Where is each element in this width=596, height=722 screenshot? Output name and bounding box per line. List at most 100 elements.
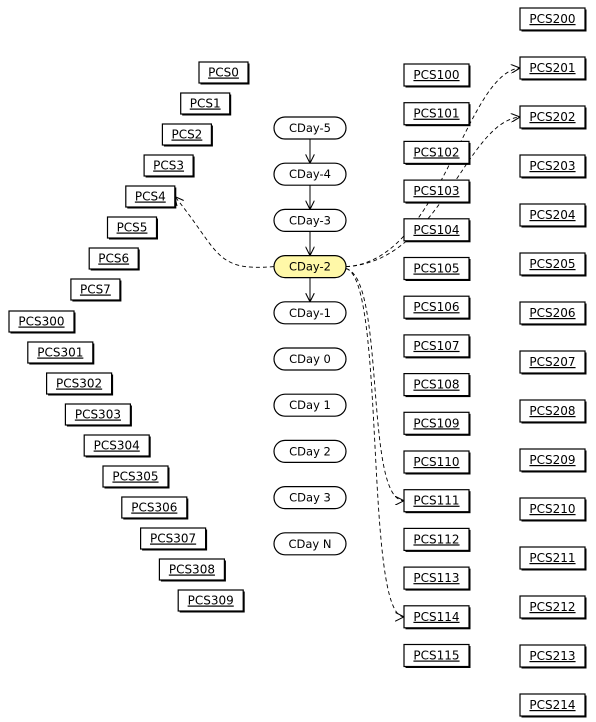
node-box <box>519 7 586 31</box>
pcs-node-pcs114[interactable]: PCS114 <box>403 605 471 630</box>
pcs-label: PCS202 <box>529 110 575 124</box>
pcs-label: PCS113 <box>413 571 459 585</box>
pcs-node-pcs4[interactable]: PCS4 <box>125 185 177 209</box>
pcs-node-pcs205[interactable]: PCS205 <box>519 252 587 277</box>
pcs-label: PCS1 <box>190 97 221 111</box>
pcs-label: PCS111 <box>413 494 459 508</box>
pcs-node-pcs208[interactable]: PCS208 <box>519 399 587 424</box>
pcs-node-pcs0[interactable]: PCS0 <box>198 61 250 85</box>
cday-label: CDay-5 <box>289 121 331 135</box>
pcs-node-pcs2[interactable]: PCS2 <box>161 123 213 147</box>
pcs-node-pcs6[interactable]: PCS6 <box>88 247 140 271</box>
pcs-node-pcs301[interactable]: PCS301 <box>27 341 95 365</box>
node-box <box>403 605 470 629</box>
cday-node-cday-1[interactable]: CDay-1 <box>273 301 347 325</box>
cday-node-cday-n[interactable]: CDay N <box>273 532 347 556</box>
pcs-node-pcs106[interactable]: PCS106 <box>403 295 471 320</box>
node-box <box>403 256 470 281</box>
pcs-node-pcs105[interactable]: PCS105 <box>403 256 471 282</box>
pcs-node-pcs201[interactable]: PCS201 <box>519 56 587 81</box>
pcs-node-pcs206[interactable]: PCS206 <box>519 301 587 326</box>
cday-pill <box>273 439 347 463</box>
pcs-node-pcs302[interactable]: PCS302 <box>45 372 114 396</box>
pcs-node-pcs308[interactable]: PCS308 <box>158 558 226 582</box>
node-box <box>198 61 249 84</box>
pcs-label: PCS6 <box>98 252 129 266</box>
pcs-node-pcs202[interactable]: PCS202 <box>519 105 587 130</box>
pcs-label: PCS5 <box>117 221 148 235</box>
pcs-node-pcs101[interactable]: PCS101 <box>403 102 471 127</box>
pcs-label: PCS306 <box>131 501 177 515</box>
pcs-node-pcs210[interactable]: PCS210 <box>519 497 587 522</box>
cday-node-cday-1[interactable]: CDay 1 <box>273 393 347 417</box>
pcs-node-pcs213[interactable]: PCS213 <box>519 644 587 669</box>
pcs-node-pcs3[interactable]: PCS3 <box>143 154 195 178</box>
pcs-node-pcs211[interactable]: PCS211 <box>519 546 587 571</box>
pcs-node-pcs204[interactable]: PCS204 <box>519 203 587 228</box>
cday-node-cday-5[interactable]: CDay-5 <box>273 116 347 140</box>
pcs-node-pcs307[interactable]: PCS307 <box>140 527 208 551</box>
pcs-node-pcs113[interactable]: PCS113 <box>403 566 471 591</box>
pcs-node-pcs306[interactable]: PCS306 <box>121 496 189 520</box>
pcs-node-pcs115[interactable]: PCS115 <box>403 643 471 669</box>
cday-label: CDay-4 <box>289 167 331 181</box>
pcs-node-pcs309[interactable]: PCS309 <box>177 589 245 613</box>
node-box <box>88 247 139 270</box>
pcs-node-pcs104[interactable]: PCS104 <box>403 218 471 243</box>
pcs-node-pcs103[interactable]: PCS103 <box>403 179 471 204</box>
pcs-node-pcs110[interactable]: PCS110 <box>403 450 471 475</box>
pcs-label: PCS203 <box>529 159 575 173</box>
pcs-node-pcs107[interactable]: PCS107 <box>403 334 471 359</box>
pcs-node-pcs100[interactable]: PCS100 <box>403 63 471 88</box>
node-box <box>519 252 586 276</box>
node-box <box>519 546 586 570</box>
pcs-label: PCS115 <box>413 649 459 663</box>
cday-pill <box>273 208 347 232</box>
cday-label: CDay 0 <box>289 352 331 366</box>
cday-node-cday-3[interactable]: CDay-3 <box>273 208 347 232</box>
pcs-node-pcs209[interactable]: PCS209 <box>519 448 587 473</box>
node-box <box>177 589 244 612</box>
node-box <box>158 558 225 581</box>
node-box <box>519 693 586 717</box>
pcs-node-pcs200[interactable]: PCS200 <box>519 7 587 32</box>
dependency-link-pcs4 <box>175 197 275 268</box>
pcs-node-pcs207[interactable]: PCS207 <box>519 350 587 375</box>
cday-node-cday-2[interactable]: CDay-2 <box>273 255 347 279</box>
cday-node-cday-0[interactable]: CDay 0 <box>273 347 347 371</box>
pcs-label: PCS302 <box>56 377 102 391</box>
node-layer: PCS0PCS1PCS2PCS3PCS4PCS5PCS6PCS7PCS300PC… <box>8 7 587 718</box>
pcs-node-pcs7[interactable]: PCS7 <box>70 278 122 302</box>
cday-node-cday-4[interactable]: CDay-4 <box>273 162 347 186</box>
pcs-label: PCS308 <box>169 563 215 577</box>
pcs-label: PCS102 <box>413 145 459 159</box>
cday-node-cday-2[interactable]: CDay 2 <box>273 439 347 463</box>
dependency-link-pcs201 <box>345 68 520 268</box>
pcs-node-pcs108[interactable]: PCS108 <box>403 373 471 398</box>
pcs-label: PCS106 <box>413 300 459 314</box>
pcs-node-pcs109[interactable]: PCS109 <box>403 411 471 436</box>
pcs-node-pcs1[interactable]: PCS1 <box>180 92 232 116</box>
node-box <box>519 595 586 619</box>
pcs-node-pcs203[interactable]: PCS203 <box>519 154 587 179</box>
pcs-node-pcs5[interactable]: PCS5 <box>106 216 159 240</box>
node-box <box>70 278 121 301</box>
node-box <box>519 56 586 80</box>
pcs-node-pcs214[interactable]: PCS214 <box>519 693 587 718</box>
cday-node-cday-3[interactable]: CDay 3 <box>273 486 347 510</box>
pcs-node-pcs305[interactable]: PCS305 <box>102 465 170 489</box>
pcs-label: PCS208 <box>529 404 575 418</box>
node-box <box>519 203 586 227</box>
pcs-node-pcs212[interactable]: PCS212 <box>519 595 587 620</box>
pcs-node-pcs111[interactable]: PCS111 <box>403 489 471 514</box>
pcs-node-pcs102[interactable]: PCS102 <box>403 140 471 165</box>
pcs-node-pcs112[interactable]: PCS112 <box>403 527 471 552</box>
pcs-node-pcs300[interactable]: PCS300 <box>8 310 76 334</box>
pcs-node-pcs303[interactable]: PCS303 <box>64 403 132 427</box>
node-box <box>403 102 470 126</box>
cday-label: CDay-1 <box>289 306 331 320</box>
pcs-node-pcs304[interactable]: PCS304 <box>83 434 151 458</box>
connector-layer <box>175 68 520 617</box>
